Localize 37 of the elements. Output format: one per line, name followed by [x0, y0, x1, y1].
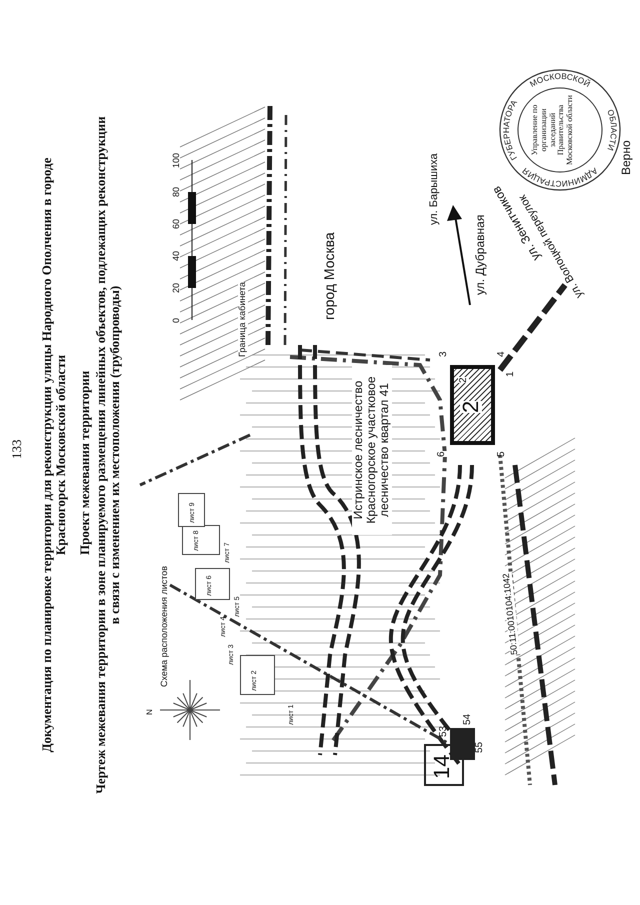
- sheet-layout-heading: Схема расположения листов: [160, 566, 170, 687]
- scale-number: 40: [172, 250, 182, 261]
- point-number: 3: [438, 351, 449, 357]
- area-label: город Москва: [322, 232, 338, 320]
- point-number: 6: [436, 451, 447, 457]
- seal-text: ОБЛАСТИ: [605, 108, 620, 152]
- parcel-number: 14: [430, 754, 454, 779]
- boundary-label: Граница кабинета: [238, 282, 248, 357]
- sheet-frame: [240, 655, 275, 695]
- seal-text: Управление по организации заседаний Правительства Московской области: [531, 95, 575, 165]
- point-number: 54: [462, 714, 473, 725]
- scale-number: 60: [172, 218, 182, 229]
- point-number: 5: [496, 451, 507, 457]
- sheet-frame: [182, 525, 220, 555]
- drawing-title: Чертеж межевания территории в зоне планируемого размещения линейных объектов, подлежащих реконструкции в связи с изменением их местоположения (трубопроводы): [94, 115, 123, 795]
- compass-letter: N: [146, 709, 155, 715]
- point-number: 4: [496, 351, 507, 357]
- point-number: 55: [474, 742, 485, 753]
- sheet-frame: [195, 568, 230, 600]
- scale-number: 80: [172, 186, 182, 197]
- scale-number: 20: [172, 282, 182, 293]
- point-number: 53: [438, 726, 449, 737]
- land-parcel: [450, 365, 495, 445]
- scale-number: 0: [172, 318, 182, 323]
- street-name: ул. Барышиха: [428, 153, 440, 225]
- page-number: 133: [10, 440, 24, 459]
- street-name: ул. Дубравная: [474, 214, 488, 295]
- verification-mark: Верно: [620, 140, 634, 175]
- document-title: Документация по планировке территории для реконструкции улицы Народного Ополчения в городе Красногорск Московской области: [40, 156, 69, 754]
- forest-label: Истринское лесничество Красногорское участковое лесничество квартал 41: [352, 365, 392, 535]
- point-number: 2: [458, 377, 469, 383]
- sheet-frame: [178, 493, 205, 527]
- scale-number: 100: [172, 152, 182, 168]
- parcel-number: 2: [460, 400, 482, 413]
- subtitle: Проект межевания территории: [78, 370, 92, 555]
- point-number: 1: [505, 371, 516, 377]
- cadastral-number: 50:11:0010104:1042: [502, 572, 520, 656]
